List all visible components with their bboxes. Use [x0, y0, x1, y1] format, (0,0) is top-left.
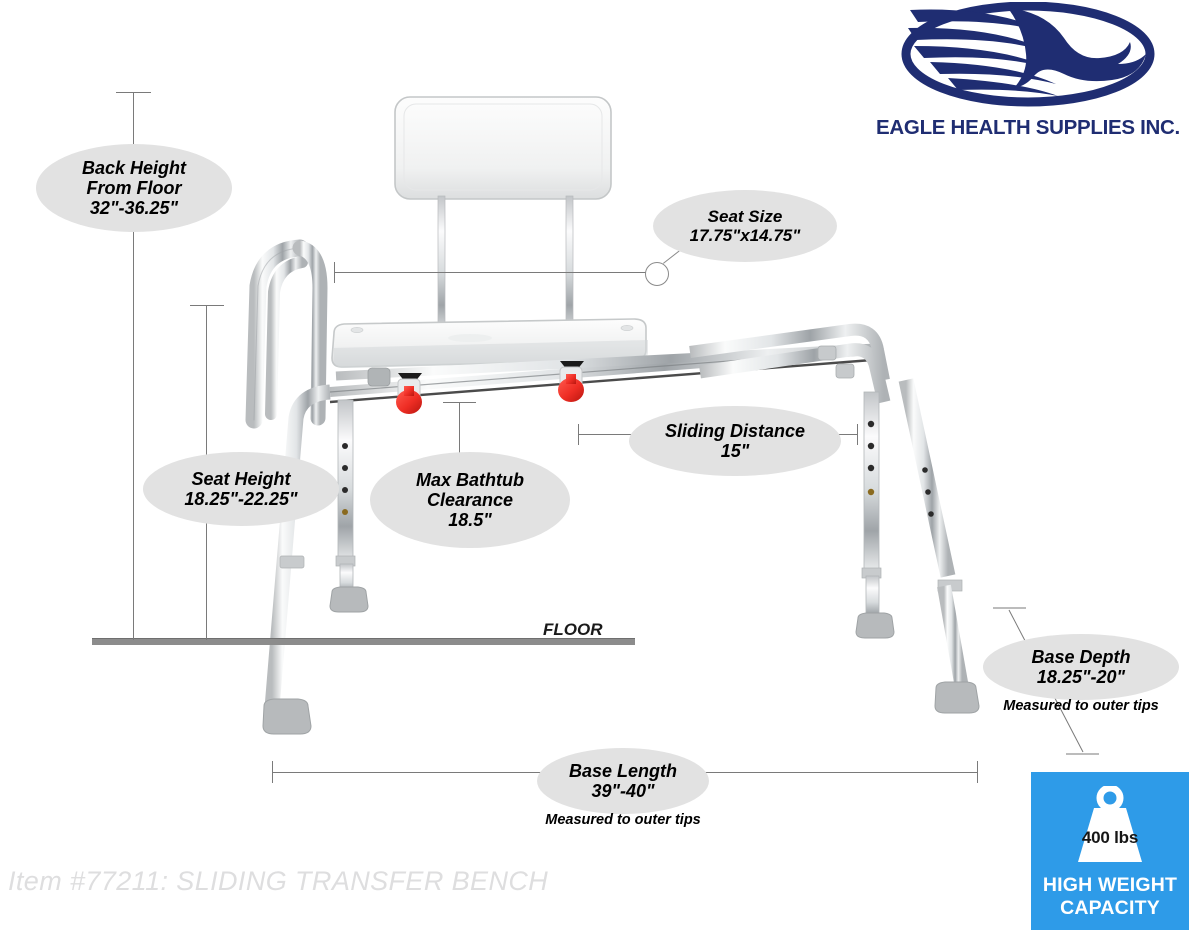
- back-height-dimension-cap: [116, 92, 151, 93]
- base-length-note: Measured to outer tips: [545, 812, 701, 828]
- seat-height-dimension-cap: [190, 305, 224, 306]
- max-clearance-dimension-cap: [443, 402, 476, 403]
- backrest-part: [394, 96, 612, 337]
- floor-line: [92, 638, 635, 645]
- frame-left: [262, 367, 391, 735]
- seat-size-leader-cap: [334, 262, 335, 283]
- seat-size-leader-line: [334, 272, 646, 273]
- callout-seat-height: Seat Height 18.25"-22.25": [143, 452, 339, 526]
- armrest-part: [245, 239, 328, 429]
- lock-knob-rear: [558, 361, 584, 402]
- frame-right: [689, 323, 980, 714]
- brand-logo: EAGLE HEALTH SUPPLIES INC.: [860, 2, 1196, 150]
- weight-value: 400 lbs: [1081, 828, 1139, 847]
- badge-line-1: HIGH WEIGHT: [1042, 874, 1178, 896]
- callout-back-height: Back Height From Floor 32"-36.25": [36, 144, 232, 232]
- floor-label: FLOOR: [543, 620, 603, 639]
- back-height-dimension-line: [133, 92, 134, 640]
- callout-sliding-distance: Sliding Distance 15": [629, 406, 841, 476]
- sliding-distance-cap-right: [857, 424, 858, 445]
- max-clearance-dimension-line: [459, 402, 460, 466]
- seat-size-leader-dot: [645, 262, 669, 286]
- base-depth-note: Measured to outer tips: [1003, 698, 1159, 714]
- sliding-distance-cap-left: [578, 424, 579, 445]
- callout-base-depth: Base Depth 18.25"-20": [983, 634, 1179, 700]
- callout-base-length: Base Length 39"-40": [537, 748, 709, 814]
- weight-icon: 400 lbs: [1060, 786, 1160, 864]
- brand-wordmark: EAGLE HEALTH SUPPLIES INC.: [876, 116, 1180, 139]
- lock-knob-front: [396, 373, 422, 414]
- base-length-cap-right: [977, 761, 978, 783]
- callout-seat-size: Seat Size 17.75"x14.75": [653, 190, 837, 262]
- high-weight-capacity-badge: 400 lbs HIGH WEIGHT CAPACITY: [1031, 772, 1189, 930]
- callout-max-bathtub-clearance: Max Bathtub Clearance 18.5": [370, 452, 570, 548]
- badge-line-2: CAPACITY: [1060, 897, 1160, 919]
- eagle-logo-icon: [901, 2, 1155, 107]
- base-length-cap-left: [272, 761, 273, 783]
- item-caption: Item #77211: SLIDING TRANSFER BENCH: [8, 866, 549, 896]
